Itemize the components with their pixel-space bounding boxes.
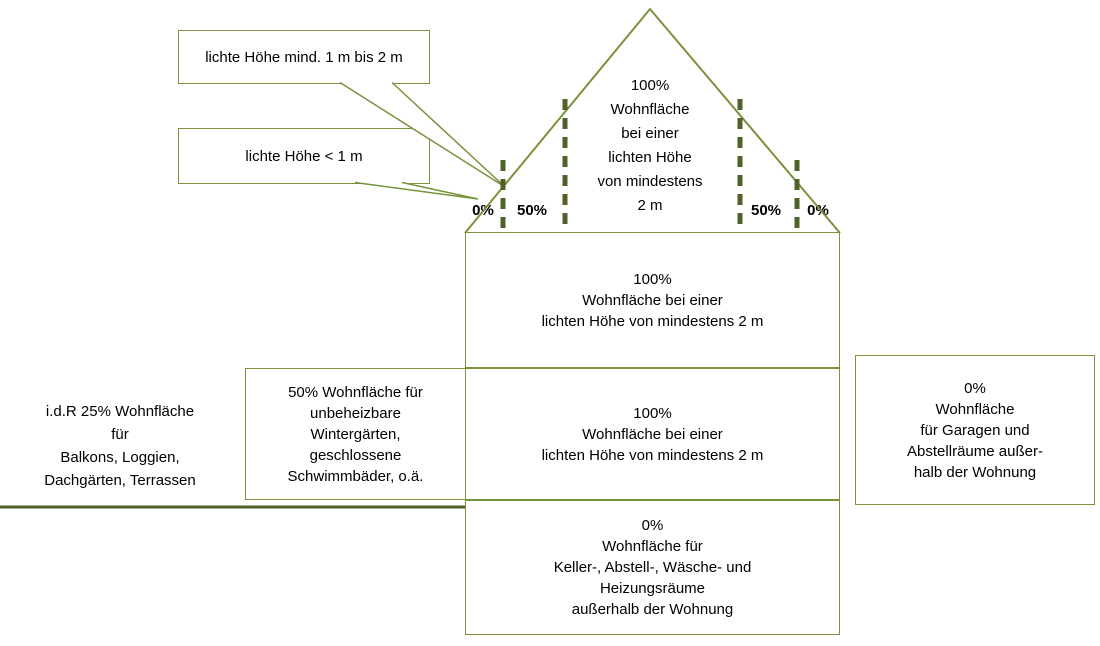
callout-lichte-hoehe-unter-1m: lichte Höhe < 1 m	[178, 128, 430, 184]
winter-garden-label: 50% Wohnfläche für unbeheizbare Wintergä…	[287, 383, 424, 485]
roof-zone-0-left: 0%	[472, 202, 494, 219]
floor-middle-label: 100% Wohnfläche bei einer lichten Höhe v…	[541, 404, 764, 464]
floor-basement: 0% Wohnfläche für Keller-, Abstell-, Wäs…	[465, 500, 840, 635]
floor-basement-label: 0% Wohnfläche für Keller-, Abstell-, Wäs…	[553, 517, 752, 618]
roof-zone-50-right: 50%	[750, 202, 782, 219]
roof-zone-0-right: 0%	[807, 202, 829, 219]
garage-box: 0% Wohnfläche für Garagen und Abstellräu…	[855, 355, 1095, 505]
callout-tail-2	[354, 181, 479, 200]
callout-lichte-hoehe-1-bis-2m: lichte Höhe mind. 1 m bis 2 m	[178, 30, 430, 84]
garage-label: 0% Wohnfläche für Garagen und Abstellräu…	[907, 379, 1043, 481]
roof-zone-50-left: 50%	[516, 202, 548, 219]
roof-label: 100% Wohnfläche bei einer lichten Höhe v…	[597, 77, 703, 214]
floor-middle: 100% Wohnfläche bei einer lichten Höhe v…	[465, 368, 840, 500]
callout-lichte-hoehe-unter-1m-label: lichte Höhe < 1 m	[245, 147, 363, 165]
winter-garden-box: 50% Wohnfläche für unbeheizbare Wintergä…	[245, 368, 466, 500]
balcony-note: i.d.R 25% Wohnfläche für Balkons, Loggie…	[44, 403, 196, 489]
floor-upper: 100% Wohnfläche bei einer lichten Höhe v…	[465, 232, 840, 368]
floor-upper-label: 100% Wohnfläche bei einer lichten Höhe v…	[541, 270, 764, 330]
callout-lichte-hoehe-1-bis-2m-label: lichte Höhe mind. 1 m bis 2 m	[205, 48, 403, 66]
